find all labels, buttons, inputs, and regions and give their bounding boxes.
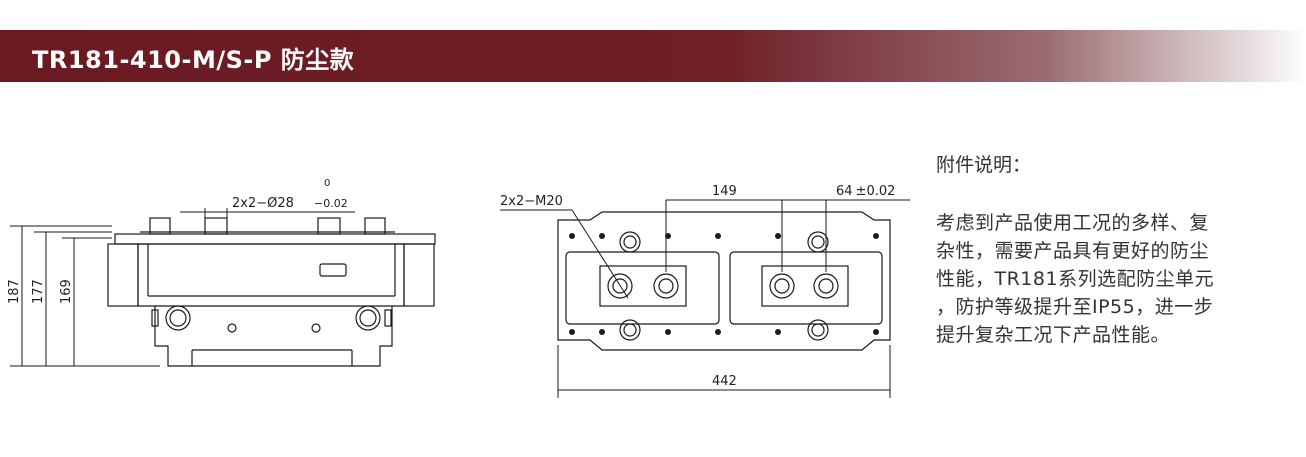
top-dim-149: 149 xyxy=(712,184,737,199)
top-dim-64-tol: ±0.02 xyxy=(856,184,896,199)
side-dim-177: 177 xyxy=(31,279,46,304)
side-view-drawing: 187 177 169 2x2−Ø28 0 −0.02 xyxy=(0,160,460,400)
top-view-drawing: 2x2−M20 149 64±0.02 442 xyxy=(490,160,920,410)
product-title: TR181-410-M/S-P 防尘款 xyxy=(32,46,355,74)
accessory-notes: 附件说明： 考虑到产品使用工况的多样、复 杂性，需要产品具有更好的防尘 性能，T… xyxy=(936,150,1296,349)
side-hole-diameter: 28 xyxy=(277,196,294,211)
notes-heading: 附件说明： xyxy=(936,154,1032,176)
top-dim-442: 442 xyxy=(712,374,737,389)
svg-text:64±0.02: 64±0.02 xyxy=(836,184,895,199)
side-dim-187: 187 xyxy=(7,279,22,304)
thread-callout: 2x2−M20 xyxy=(500,194,563,209)
top-dim-64: 64 xyxy=(836,184,853,199)
notes-body: 考虑到产品使用工况的多样、复 杂性，需要产品具有更好的防尘 性能，TR181系列… xyxy=(936,212,1215,346)
diameter-symbol: Ø xyxy=(267,196,277,211)
side-dim-169: 169 xyxy=(59,279,74,304)
title-banner: TR181-410-M/S-P 防尘款 xyxy=(0,30,1306,82)
side-tol-lower: −0.02 xyxy=(314,197,348,210)
side-tol-upper: 0 xyxy=(324,178,330,189)
svg-text:2x2−Ø28: 2x2−Ø28 xyxy=(232,196,294,211)
side-hole-prefix: 2x2− xyxy=(232,196,267,211)
